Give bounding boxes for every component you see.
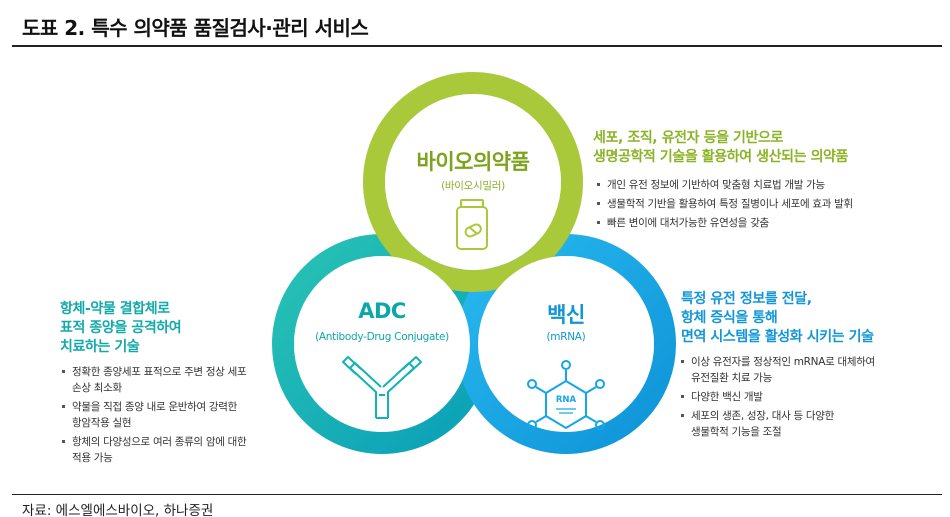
vaccine-heading: 특정 유전 정보를 전달, 항체 증식을 통해 면역 시스템을 활성화 시키는 … [681,290,874,347]
adc-bullet-1: 정확한 종양세포 표적으로 주변 정상 세포 손상 최소화 [62,364,282,396]
vaccine-bullet-1: 이상 유전자를 정상적인 mRNA로 대체하여 유전질환 치료 가능 [681,354,921,386]
adc-heading-line-3: 치료하는 기술 [60,339,140,355]
title-divider [12,45,942,47]
source-divider [12,494,942,495]
adc-subtitle: (Antibody-Drug Conjugate) [315,331,449,343]
vaccine-disc [478,256,654,432]
adc-bullets: 정확한 종양세포 표적으로 주변 정상 세포 손상 최소화 약물을 직접 종양 … [62,364,282,469]
bio-ring [363,72,583,292]
vaccine-heading-line-3: 면역 시스템을 활성화 시키는 기술 [681,329,874,345]
vaccine-bullet-1-line-1: 이상 유전자를 정상적인 mRNA로 대체하여 [691,356,875,368]
rna-strand [556,408,576,414]
vaccine-heading-line-1: 특정 유전 정보를 전달, [681,291,812,307]
rna-label: RNA [556,395,577,405]
adc-heading: 항체-약물 결합체로 표적 종양을 공격하여 치료하는 기술 [60,300,182,357]
vaccine-bullet-2: 다양한 백신 개발 [681,389,921,405]
bio-disc [385,94,561,270]
page-title: 도표 2. 특수 의약품 품질검사·관리 서비스 [22,16,369,40]
medicine-bottle-icon [456,199,488,250]
adc-bullet-2-line-1: 약물을 직접 종양 내로 운반하여 강력한 [72,401,237,413]
adc-heading-line-2: 표적 종양을 공격하여 [60,320,182,336]
source-note: 자료: 에스엘에스바이오, 하나증권 [22,503,214,517]
adc-bullet-1-line-2: 손상 최소화 [72,382,122,394]
bio-bullets: 개인 유전 정보에 기반하여 맞춤형 치료법 개발 가능 생물학적 기반을 활용… [597,177,853,234]
vaccine-bullet-3-line-2: 생물학적 기능을 조절 [691,426,782,438]
adc-bullet-3-line-1: 항체의 다양성으로 여러 종류의 암에 대한 [72,436,247,448]
vaccine-bullet-2-line-1: 다양한 백신 개발 [691,391,763,403]
bio-bullet-2: 생물학적 기반을 활용하여 특정 질병이나 세포에 효과 발휘 [597,196,853,212]
vaccine-bullet-1-line-2: 유전질환 치료 가능 [691,372,772,384]
adc-bullet-3-line-2: 적용 가능 [72,452,113,464]
vaccine-bullet-3: 세포의 생존, 성장, 대사 등 다양한 생물학적 기능을 조절 [681,408,921,440]
rna-molecule-icon [527,360,605,430]
bio-title: 바이오의약품 [416,150,530,174]
adc-heading-line-1: 항체-약물 결합체로 [60,301,170,317]
adc-disc [294,256,470,432]
antibody-icon [342,356,422,419]
adc-bullet-1-line-1: 정확한 종양세포 표적으로 주변 정상 세포 [72,366,247,378]
bio-heading: 세포, 조직, 유전자 등을 기반으로 생명공학적 기술을 활용하여 생산되는 … [593,129,848,167]
bio-subtitle: (바이오시밀러) [441,180,505,192]
vaccine-heading-line-2: 항체 증식을 통해 [681,310,778,326]
bio-heading-line-2: 생명공학적 기술을 활용하여 생산되는 의약품 [593,149,849,165]
vaccine-bullet-3-line-1: 세포의 생존, 성장, 대사 등 다양한 [691,410,834,422]
vaccine-subtitle: (mRNA) [546,331,586,343]
bio-bullet-1: 개인 유전 정보에 기반하여 맞춤형 치료법 개발 가능 [597,177,853,193]
bio-heading-line-1: 세포, 조직, 유전자 등을 기반으로 [593,130,783,146]
adc-bullet-2: 약물을 직접 종양 내로 운반하여 강력한 항암작용 실현 [62,399,282,431]
adc-bullet-2-line-2: 항암작용 실현 [72,417,132,429]
adc-title: ADC [358,299,406,323]
vaccine-bullets: 이상 유전자를 정상적인 mRNA로 대체하여 유전질환 치료 가능 다양한 백… [681,354,921,443]
bio-bullet-3: 빠른 변이에 대처가능한 유연성을 갖춤 [597,215,853,231]
vaccine-title: 백신 [547,303,585,327]
adc-bullet-3: 항체의 다양성으로 여러 종류의 암에 대한 적용 가능 [62,434,282,466]
